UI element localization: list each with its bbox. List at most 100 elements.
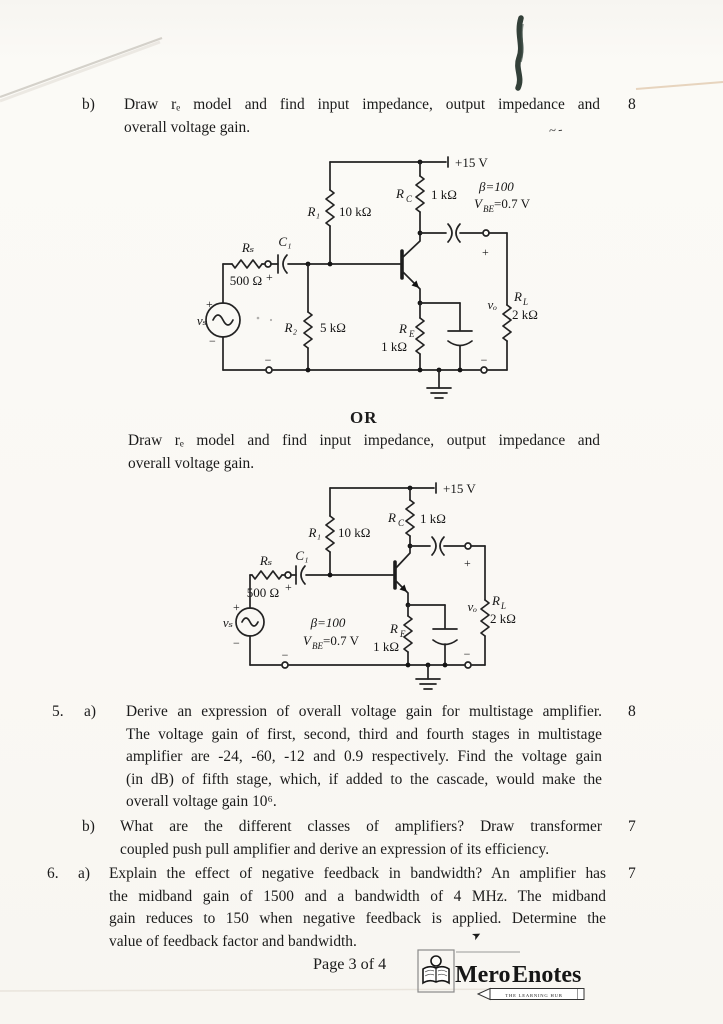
ground-symbol	[426, 369, 452, 399]
bottom-edge-line	[0, 988, 561, 992]
supply-rail: +15 V	[329, 155, 488, 170]
re-label: R	[398, 321, 407, 336]
source-vs: + − vₛ	[223, 574, 265, 666]
vs-label: vₛ	[197, 313, 207, 328]
source-vs: + − vₛ	[197, 263, 241, 371]
ground-rail: − −	[222, 353, 508, 374]
handwritten-squiggle: ~-	[547, 121, 566, 139]
circuit-diagram-1: +15 V β=100 V BE =0.7 V R₁ 10 kΩ R C 1 k…	[197, 155, 538, 399]
svg-text:=0.7 V: =0.7 V	[323, 633, 360, 648]
resistor-rl: vₒ R L 2 kΩ	[468, 545, 516, 666]
question-6a-marks: 7	[628, 865, 636, 882]
svg-text:−: −	[265, 353, 272, 367]
svg-text:−: −	[464, 647, 471, 661]
svg-text:−: −	[282, 648, 289, 662]
rl-value: 2 kΩ	[490, 611, 516, 626]
question-6a-label: a)	[78, 865, 90, 882]
rs-value: 500 Ω	[247, 585, 279, 600]
svg-text:=0.7 V: =0.7 V	[494, 196, 531, 211]
r2-label: R₂	[284, 320, 298, 335]
rs-label: Rₛ	[241, 240, 254, 255]
capacitor-c1: C₁	[270, 234, 292, 274]
transistor	[393, 545, 411, 606]
question-5-number: 5.	[52, 703, 64, 720]
svg-text:−: −	[209, 334, 216, 348]
logo-mascot-icon	[417, 949, 520, 993]
c1-label: C₁	[295, 548, 308, 563]
question-4b-text: Draw rₑ model and find input impedance, …	[124, 96, 600, 136]
logo-tagline: THE LEARNING HUB	[505, 993, 562, 998]
question-4b-marks: 8	[628, 96, 636, 113]
vo-label: vₒ	[488, 297, 498, 312]
logo-text-enotes: Enotes	[512, 962, 581, 988]
emitter-arrow	[411, 280, 419, 288]
rc-label: R	[387, 510, 396, 525]
emitter-arrow	[399, 584, 407, 592]
question-5a-marks: 8	[628, 703, 636, 720]
r1-label: R₁	[308, 525, 321, 540]
svg-text:+: +	[233, 600, 240, 614]
rs-label: Rₛ	[259, 553, 272, 568]
question-4b-label: b)	[82, 96, 95, 113]
capacitor-c1: C₁	[290, 548, 309, 585]
svg-text:V: V	[303, 633, 313, 648]
top-edge-line	[635, 81, 723, 90]
crease-line	[0, 36, 163, 99]
svg-text:L: L	[500, 601, 506, 611]
question-6a-text: Explain the effect of negative feedback …	[109, 865, 606, 950]
rs-value: 500 Ω	[230, 273, 262, 288]
svg-text:+: +	[266, 270, 273, 284]
binding-thread-mark	[515, 15, 524, 91]
transistor	[400, 232, 421, 304]
svg-text:BE: BE	[312, 641, 323, 651]
resistor-r1: R₁ 10 kΩ	[307, 161, 371, 265]
question-5a-text: Derive an expression of overall voltage …	[126, 703, 602, 811]
svg-text:−: −	[481, 353, 488, 367]
rl-label: R	[491, 593, 500, 608]
svg-text:BE: BE	[483, 204, 494, 214]
ground-symbol	[415, 664, 441, 690]
resistor-r1: R₁ 10 kΩ	[308, 487, 370, 576]
ground-rail: − −	[249, 647, 486, 669]
question-5b-label: b)	[82, 818, 95, 835]
bypass-capacitor	[407, 604, 458, 666]
svg-text:+: +	[482, 245, 489, 259]
page-number: Page 3 of 4	[313, 955, 387, 973]
r1-label: R₁	[307, 204, 320, 219]
svg-text:C: C	[398, 518, 405, 528]
beta-label: β=100	[478, 179, 514, 194]
resistor-rs: Rₛ 500 Ω	[247, 553, 286, 600]
resistor-r2: R₂ 5 kΩ	[256, 263, 346, 371]
logo-text-mero: Mero	[455, 962, 511, 988]
r1-value: 10 kΩ	[338, 525, 370, 540]
question-5b-text: What are the different classes of amplif…	[120, 818, 602, 858]
crease-line-shadow	[0, 40, 161, 103]
svg-text:E: E	[399, 629, 406, 639]
coupling-capacitor-out	[419, 223, 483, 243]
supply-label: +15 V	[455, 155, 488, 170]
re-label: R	[389, 621, 398, 636]
output-terminal: +	[482, 229, 508, 259]
resistor-re: R E 1 kΩ	[381, 302, 425, 371]
output-terminal: +	[464, 542, 486, 570]
rc-value: 1 kΩ	[420, 511, 446, 526]
resistor-re: R E 1 kΩ	[373, 604, 413, 666]
question-4b-or-text: Draw rₑ model and find input impedance, …	[128, 432, 600, 472]
question-5b-marks: 7	[628, 818, 636, 835]
question-5a-label: a)	[84, 703, 96, 720]
svg-text:+: +	[206, 297, 213, 311]
resistor-rc: R C 1 kΩ	[395, 161, 457, 233]
meroenotes-logo: Mero Enotes THE LEARNING HUB	[417, 949, 585, 1001]
supply-rail: +15 V	[329, 481, 476, 496]
resistor-rs: Rₛ 500 Ω	[222, 240, 265, 288]
supply-label: +15 V	[443, 481, 476, 496]
beta-label: β=100	[310, 615, 346, 630]
svg-text:L: L	[522, 297, 528, 307]
binding-thread-highlight	[520, 23, 524, 63]
vo-label: vₒ	[468, 599, 478, 614]
re-value: 1 kΩ	[381, 339, 407, 354]
r1-value: 10 kΩ	[339, 204, 371, 219]
circuit-diagram-2: +15 V R₁ 10 kΩ R C 1 kΩ Rₛ 500 Ω	[223, 481, 516, 690]
svg-text:V: V	[474, 196, 484, 211]
